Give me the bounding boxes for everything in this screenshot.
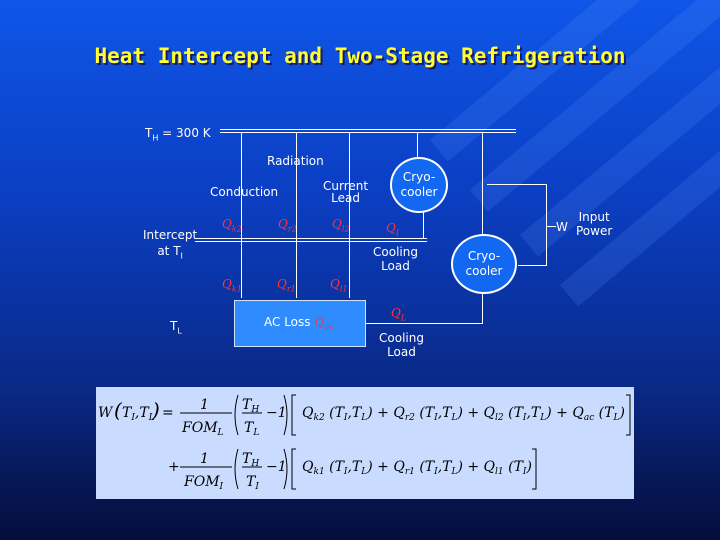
- conduction-line: [241, 133, 242, 298]
- q-k1-label: Qk1: [222, 277, 242, 294]
- intercept-to-cryocooler-line: [423, 212, 424, 238]
- top-temperature-line: [220, 129, 516, 130]
- eq2-one: 1: [200, 451, 209, 467]
- q-r2-label: Qr2: [278, 217, 297, 234]
- cryocooler-bottom-supply-line: [482, 133, 483, 235]
- cryocooler-top-supply-line: [417, 133, 418, 157]
- radiation-label: Radiation: [267, 154, 324, 168]
- q-ac-label: Qac: [314, 315, 334, 332]
- tl-label: TL: [170, 319, 182, 336]
- eq1-ti: TI,TL: [122, 405, 155, 423]
- cryocooler-low-temperature: Cryo-cooler: [451, 234, 517, 294]
- radiation-line: [296, 133, 297, 298]
- q-r1-label: Qr1: [277, 277, 296, 294]
- th-label: TH = 300 K: [145, 126, 211, 143]
- power-line-bottom: [518, 265, 547, 266]
- eq1-minus-one: −1: [266, 405, 287, 421]
- equation-svg: W ( TI,TL ) = 1 FOML TH TL −1 Qk2 (TI,TL…: [98, 394, 631, 492]
- power-input-line: [546, 226, 556, 227]
- power-line-top: [487, 184, 547, 185]
- q-k2-label: Qk2: [222, 217, 242, 234]
- low-load-line: [366, 323, 483, 324]
- ac-loss-label: AC Loss Qac: [264, 315, 334, 332]
- current-lead-line: [349, 133, 350, 298]
- ac-loss-box: AC Loss Qac: [234, 300, 366, 347]
- q-l2-label: Ql2: [332, 217, 350, 234]
- eq2-plus: +: [168, 459, 180, 475]
- eq1-one: 1: [200, 397, 209, 413]
- eq2-ti: TI: [246, 474, 259, 492]
- intercept-line-2: [195, 241, 427, 242]
- cryocooler-intercept: Cryo-cooler: [390, 157, 448, 213]
- eq1-rparen: ): [151, 398, 160, 422]
- eq2-minus-one: −1: [266, 459, 287, 475]
- power-vertical-line: [546, 184, 547, 266]
- eq1-lparen: (: [114, 398, 123, 422]
- eq2-terms: Qk1 (TI,TL) + Qr1 (TI,TL) + Ql1 (TI): [302, 459, 532, 477]
- eq2-fom: FOMI: [183, 474, 224, 492]
- q-l1-label: Ql1: [330, 277, 348, 294]
- eq2-th: TH: [242, 451, 259, 469]
- eq1-terms: Qk2 (TI,TL) + Qr2 (TI,TL) + Ql2 (TI,TL) …: [302, 405, 625, 423]
- eq1-fom: FOML: [181, 420, 224, 438]
- eq1-equals: =: [162, 405, 174, 421]
- power-equation-box: W ( TI,TL ) = 1 FOML TH TL −1 Qk2 (TI,TL…: [96, 387, 634, 499]
- eq1-lhs: W: [98, 405, 114, 421]
- top-temperature-line-2: [220, 132, 516, 133]
- conduction-label: Conduction: [210, 185, 279, 199]
- intercept-line: [195, 238, 427, 239]
- q-i-label: QI: [386, 221, 400, 238]
- w-label: W: [556, 220, 568, 234]
- intercept-label: Intercept at TI: [143, 228, 198, 261]
- eq1-th: TH: [242, 397, 259, 415]
- q-l-label: QL: [391, 306, 407, 323]
- eq1-tl: TL: [244, 420, 259, 438]
- low-cryocooler-return-line: [482, 292, 483, 324]
- slide-title: Heat Intercept and Two-Stage Refrigerati…: [94, 44, 626, 68]
